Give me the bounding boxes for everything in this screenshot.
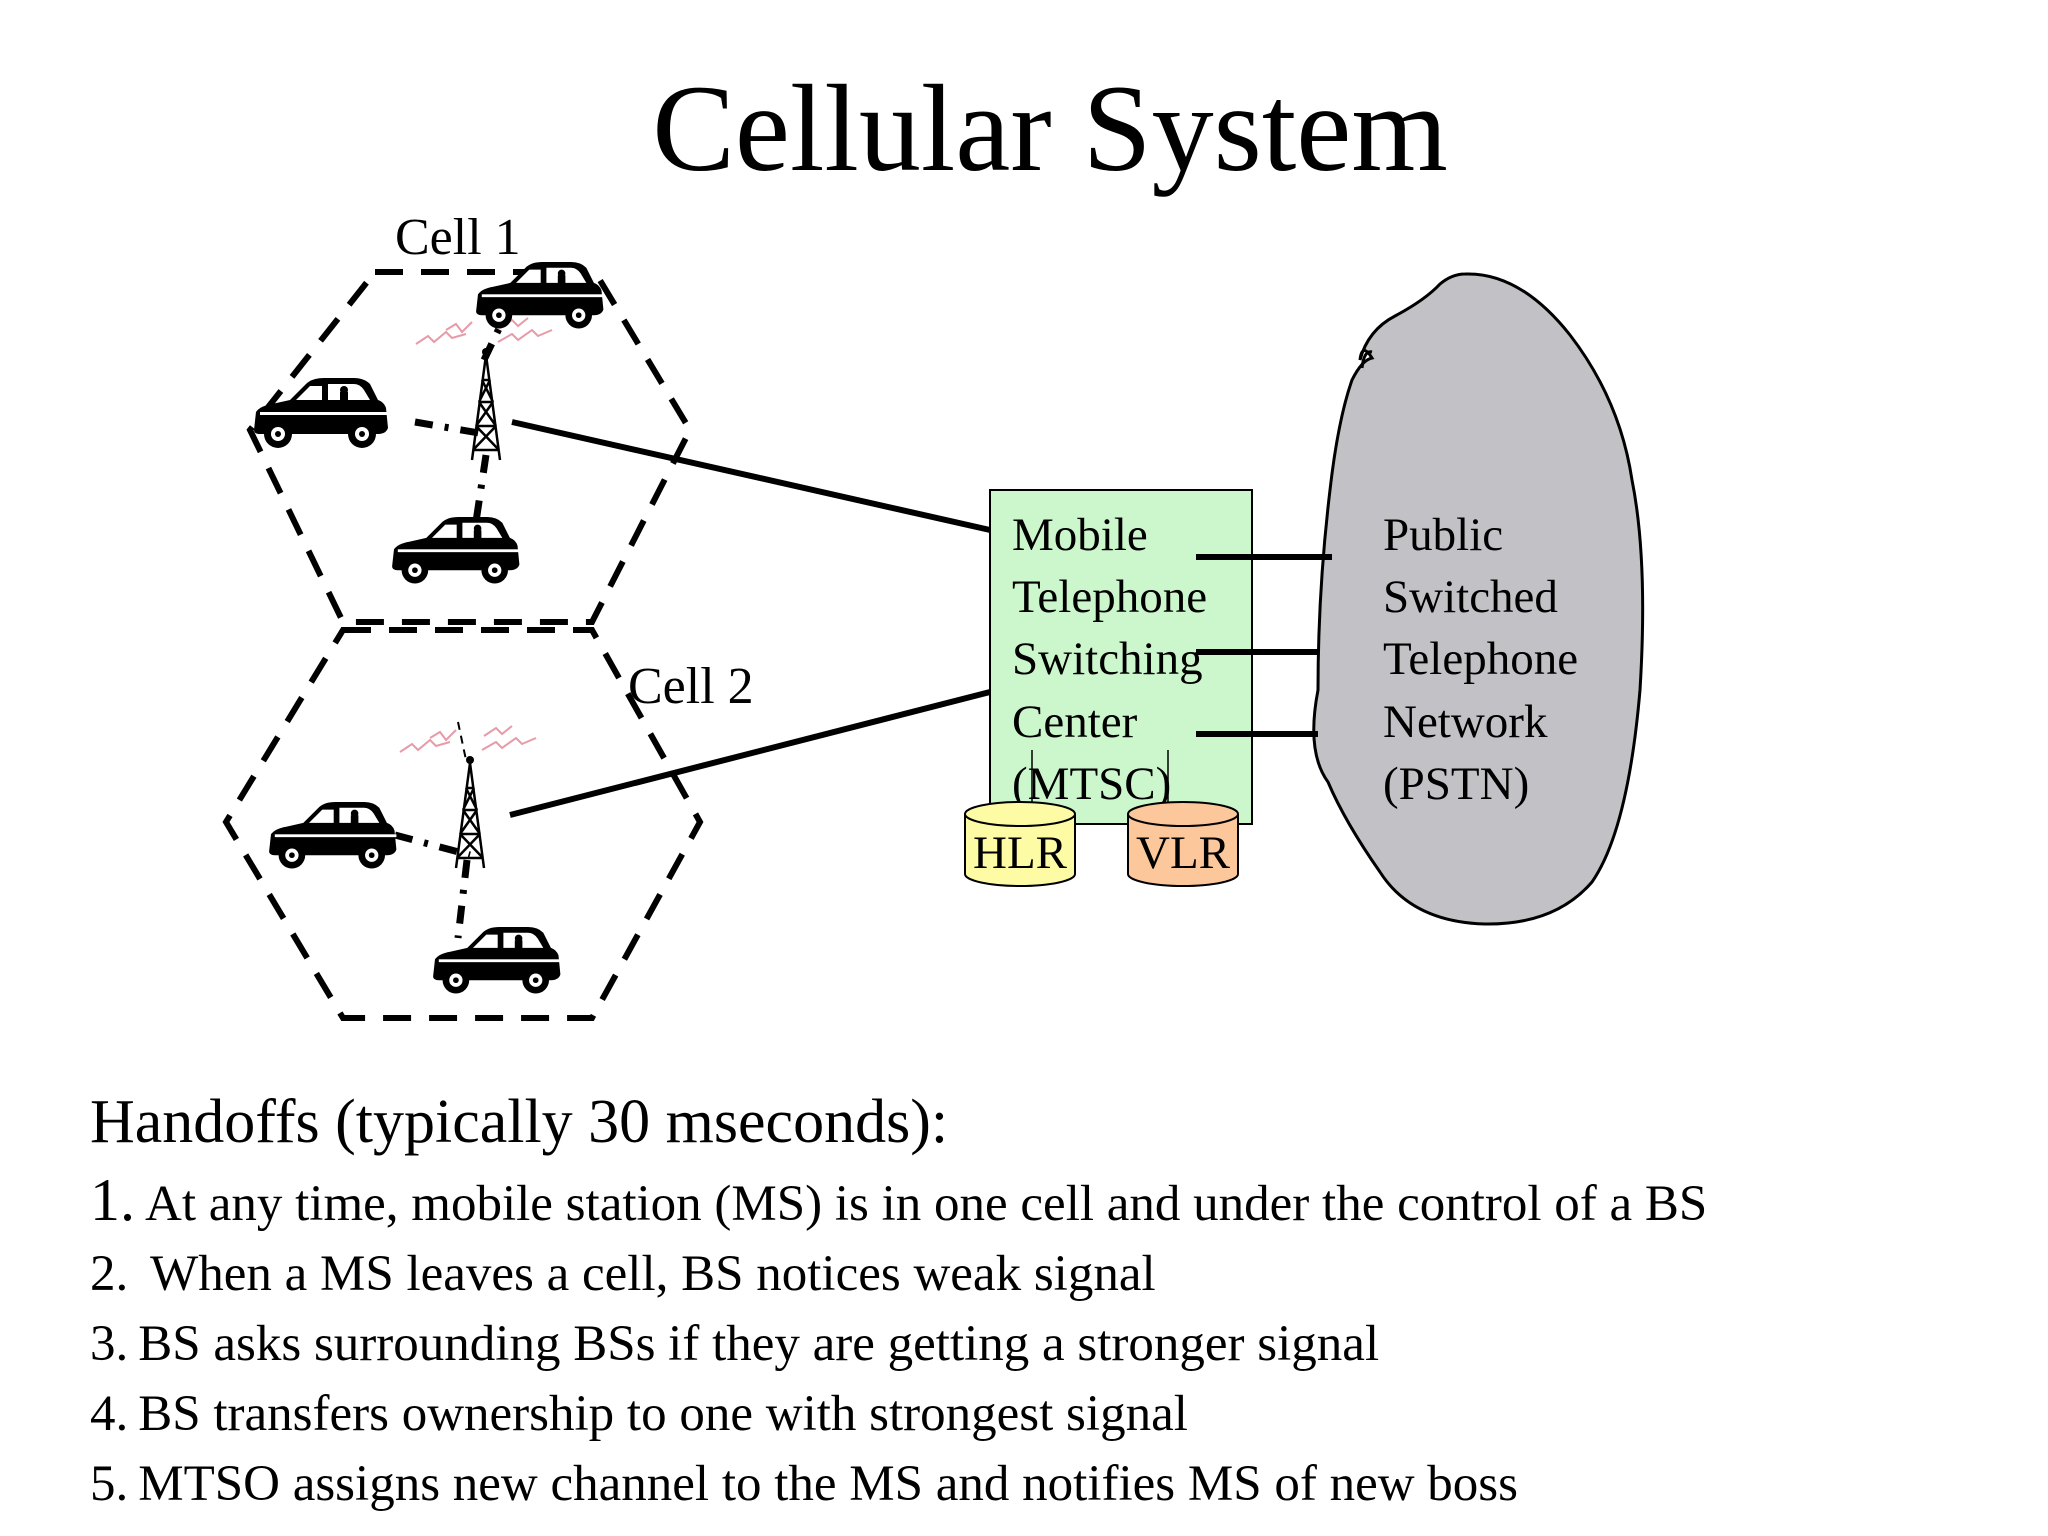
tower-1-to-mtsc-link xyxy=(511,419,991,533)
car-icon xyxy=(269,802,397,869)
car-icon xyxy=(392,517,520,584)
step-text: BS asks surrounding BSs if they are gett… xyxy=(138,1316,1380,1372)
database-icon: HLR xyxy=(964,801,1076,887)
list-item: 1.At any time, mobile station (MS) is in… xyxy=(90,1165,2020,1239)
step-number: 1. xyxy=(90,1167,135,1233)
radio-link-cell1-bottom xyxy=(470,454,490,536)
database-icon: VLR xyxy=(1127,801,1239,887)
radio-link-cell2-bottom xyxy=(454,859,471,939)
step-text: At any time, mobile station (MS) is in o… xyxy=(145,1176,1708,1232)
car-icon xyxy=(254,378,388,448)
car-icon xyxy=(476,262,604,329)
vlr-label: VLR xyxy=(1136,827,1231,879)
mtsc-label-line: (MTSC) xyxy=(1012,758,1171,810)
cell-2-label: Cell 2 xyxy=(628,658,754,715)
pstn-label-line: Telephone xyxy=(1383,633,1578,685)
pstn-label-line: (PSTN) xyxy=(1383,758,1529,810)
handoffs-title: Handoffs (typically 30 mseconds): xyxy=(90,1088,949,1156)
handoff-steps-list: 1.At any time, mobile station (MS) is in… xyxy=(90,1165,2020,1519)
mtsc-box xyxy=(989,489,1253,825)
page-title: Cellular System xyxy=(652,60,1448,197)
pstn-label-line: Switched xyxy=(1383,571,1558,623)
cell-1-label: Cell 1 xyxy=(395,209,521,266)
hlr-label: HLR xyxy=(973,827,1068,879)
step-number: 2. xyxy=(90,1246,129,1302)
mtsc-label: Mobile Telephone Switching Center (MTSC) xyxy=(1012,509,1207,810)
pstn-label: Public Switched Telephone Network (PSTN) xyxy=(1383,509,1578,810)
step-number: 3. xyxy=(90,1316,129,1372)
step-text: BS transfers ownership to one with stron… xyxy=(138,1386,1188,1442)
cell-1-hexagon xyxy=(246,269,694,625)
step-text: When a MS leaves a cell, BS notices weak… xyxy=(138,1246,1156,1302)
mtsc-label-line: Telephone xyxy=(1012,571,1207,623)
cell-2-hexagon xyxy=(222,627,704,1021)
handoffs-section: Handoffs (typically 30 mseconds): 1.At a… xyxy=(90,1085,2020,1519)
cell-tower-icon xyxy=(399,721,537,870)
cell-tower-icon xyxy=(415,317,553,462)
list-item: 2. When a MS leaves a cell, BS notices w… xyxy=(90,1239,2020,1309)
list-item: 5.MTSO assigns new channel to the MS and… xyxy=(90,1449,2020,1519)
cloud-icon xyxy=(1312,272,1645,926)
radio-link-cell2-left xyxy=(394,831,471,859)
step-number: 4. xyxy=(90,1386,129,1442)
pstn-label-line: Network xyxy=(1383,696,1548,748)
list-item: 3.BS asks surrounding BSs if they are ge… xyxy=(90,1309,2020,1379)
pstn-label-line: Public xyxy=(1383,509,1503,561)
tower-2-to-mtsc-link xyxy=(509,689,991,818)
mtsc-label-line: Switching xyxy=(1012,633,1203,685)
step-number: 5. xyxy=(90,1456,129,1512)
car-icon xyxy=(433,927,561,994)
mtsc-label-line: Mobile xyxy=(1012,509,1148,561)
list-item: 4.BS transfers ownership to one with str… xyxy=(90,1379,2020,1449)
mtsc-label-line: Center xyxy=(1012,696,1138,748)
radio-link-cell1-left xyxy=(414,418,486,438)
step-text: MTSO assigns new channel to the MS and n… xyxy=(138,1456,1518,1512)
